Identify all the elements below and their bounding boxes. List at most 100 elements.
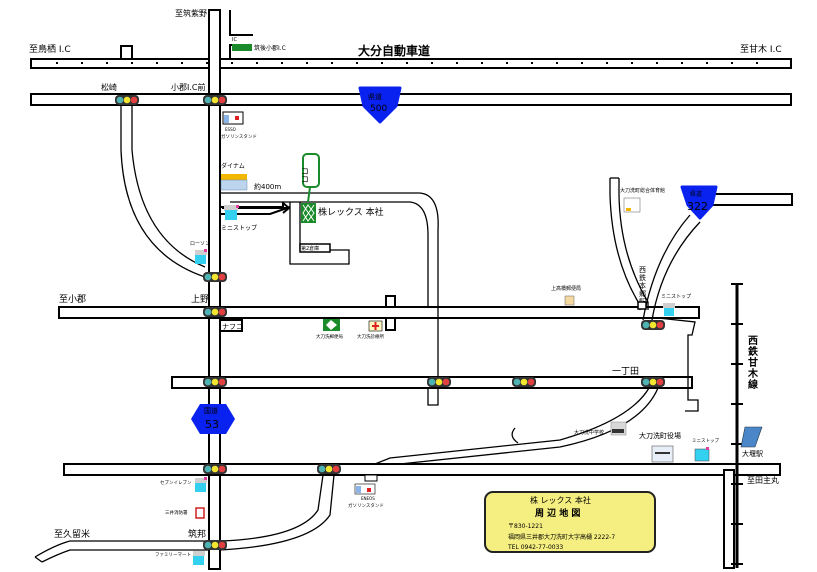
intersection-ueno: 上野 — [191, 294, 209, 305]
convenience-store-icon — [663, 303, 675, 316]
traffic-signal — [203, 307, 227, 317]
traffic-signal — [512, 377, 536, 387]
ic-label: 筑後小郡I.C — [254, 44, 286, 52]
landmark-school: 大刀洗中学校 — [574, 429, 604, 436]
expressway-lane-mark — [331, 62, 333, 64]
svg-text:IC: IC — [232, 37, 237, 43]
traffic-signal — [203, 377, 227, 387]
intersection-ogori-ic: 小郡I.C前 — [171, 82, 206, 92]
landmark-gym: 大刀洗町総合体育館 — [620, 187, 665, 194]
route-53-shield: 国道 53 — [191, 404, 235, 434]
expressway-lane-mark — [281, 62, 283, 64]
railway-name: 西鉄甘木線 — [747, 335, 759, 391]
expressway-lane-mark — [231, 62, 233, 64]
fire-station-icon — [195, 507, 205, 519]
traffic-signal — [641, 377, 665, 387]
traffic-signal — [203, 272, 227, 282]
landmark-town-hall: 大刀洗町役場 — [639, 431, 681, 440]
expressway-lane-mark — [731, 62, 733, 64]
traffic-signal — [427, 377, 451, 387]
expressway-lane-mark — [431, 62, 433, 64]
expressway-lane-mark — [681, 62, 683, 64]
expressway-lane-mark — [606, 62, 608, 64]
route-322-shield: 県道 322 — [680, 185, 718, 220]
direction-ogori: 至小郡 — [59, 294, 86, 305]
expressway-lane-mark — [181, 62, 183, 64]
traffic-signal — [641, 320, 665, 330]
info-address: 福岡県三井郡大刀洗町大字高樋 2222-7 — [508, 533, 615, 541]
expressway-name: 大分自動車道 — [358, 43, 430, 58]
convenience-store-icon — [195, 477, 207, 492]
expressway-lane-mark — [381, 62, 383, 64]
railway-line — [731, 283, 743, 568]
expressway-lane-mark — [106, 62, 108, 64]
expressway-lane-mark — [481, 62, 483, 64]
direction-north: 至筑紫野 — [175, 8, 207, 18]
annex-label: 第2倉庫 — [301, 245, 319, 252]
svg-text:国道: 国道 — [204, 406, 218, 415]
east-ic-label: 至甘木 I.C — [740, 43, 782, 55]
traffic-signal — [203, 464, 227, 474]
intersection-icchoda: 一丁田 — [612, 366, 639, 377]
gas-station-icon — [222, 111, 244, 125]
traffic-signal — [115, 95, 139, 105]
expressway-lane-mark — [756, 62, 758, 64]
svg-text:322: 322 — [687, 200, 708, 213]
landmark-clinic: 大刀洗診療所 — [357, 333, 384, 340]
landmark-fire-station: 三井消防署 — [165, 509, 188, 516]
expressway-lane-mark — [456, 62, 458, 64]
svg-text:500: 500 — [370, 104, 387, 114]
school-icon — [610, 421, 627, 436]
expressway-lane-mark — [631, 62, 633, 64]
post-office-icon — [323, 319, 340, 331]
info-postal: 〒830-1221 — [508, 523, 543, 530]
traffic-signal — [203, 540, 227, 550]
post-office-icon — [564, 295, 575, 306]
direction-tanushimaru: 至田主丸 — [747, 475, 779, 485]
svg-text:53: 53 — [205, 418, 219, 431]
expressway-lane-mark — [56, 62, 58, 64]
svg-text:県道: 県道 — [368, 92, 382, 101]
landmark-post-office: 大刀洗郵便局 — [316, 333, 343, 340]
railway-station: 大堰駅 — [742, 449, 763, 458]
expressway — [30, 58, 792, 69]
expressway-lane-mark — [706, 62, 708, 64]
landmark-station: 西鉄本郷駅 — [639, 266, 646, 306]
expressway-lane-mark — [506, 62, 508, 64]
town-hall-icon — [651, 445, 674, 463]
info-tel: TEL 0942-77-0033 — [507, 544, 563, 551]
landmark-seven-eleven: セブンイレブン — [160, 479, 192, 486]
expressway-lane-mark — [81, 62, 83, 64]
expressway-lane-mark — [356, 62, 358, 64]
intersection-matsuzaki: 松崎 — [101, 82, 117, 92]
traffic-signal — [203, 95, 227, 105]
expressway-lane-mark — [306, 62, 308, 64]
info-company: 株 レックス 本社 — [530, 495, 591, 505]
landmark-lawson: ローソン — [190, 241, 210, 247]
expressway-lane-mark — [531, 62, 533, 64]
expressway-lane-mark — [256, 62, 258, 64]
clinic-icon — [368, 320, 383, 332]
svg-text:ココ: ココ — [301, 167, 310, 183]
distance-label: 約400m — [254, 182, 281, 191]
landmark-gas-station-2: ガソリンスタンド — [348, 502, 384, 509]
expressway-lane-mark — [556, 62, 558, 64]
landmark-ministop-2: ミニストップ — [661, 294, 691, 300]
destination-marker: ココ — [301, 153, 320, 223]
convenience-store-icon — [224, 205, 239, 220]
landmark-ministop-3: ミニストップ — [692, 438, 719, 444]
annex-warehouse — [299, 243, 331, 253]
info-heading: 周 辺 地 図 — [535, 507, 580, 519]
expressway-lane-mark — [156, 62, 158, 64]
route-500-shield: 県道 500 — [358, 86, 402, 124]
home-center-icon — [219, 319, 243, 332]
landmark-gas-station-1: ガソリンスタンド — [221, 133, 257, 140]
expressway-lane-mark — [206, 62, 208, 64]
expressway-lane-mark — [656, 62, 658, 64]
gas-station-icon — [354, 483, 376, 495]
pachinko-icon — [220, 174, 248, 191]
landmark-post-office-2: 上高橋郵便局 — [551, 285, 581, 292]
gym-icon — [623, 197, 641, 213]
traffic-signal — [317, 464, 341, 474]
svg-text:ESSO: ESSO — [225, 127, 236, 132]
